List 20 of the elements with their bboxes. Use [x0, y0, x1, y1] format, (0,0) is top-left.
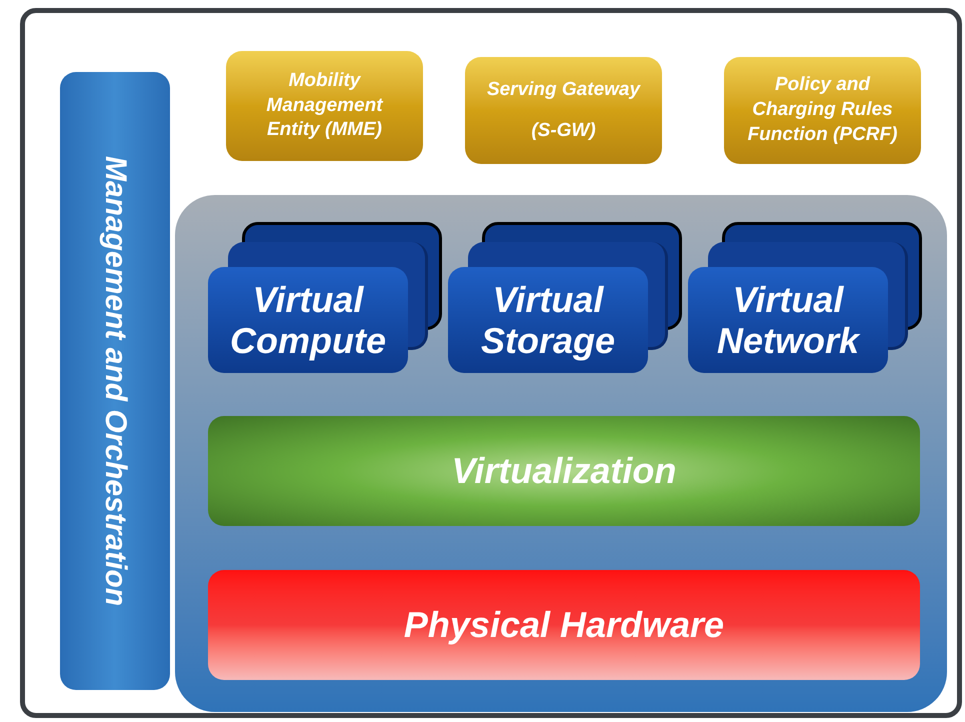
- node-label: Serving Gateway: [486, 78, 640, 102]
- node-label: Virtual Storage: [480, 278, 616, 362]
- node-label: Mobility Management Entity (MME): [265, 68, 384, 142]
- node-label: Virtualization: [452, 449, 676, 493]
- layer-bar: [208, 570, 920, 680]
- node-label: (S-GW): [531, 118, 596, 142]
- node-label: Management and Orchestration: [100, 156, 130, 606]
- function-box: [724, 57, 921, 164]
- card-stack: [688, 222, 924, 374]
- side-bar: [60, 72, 170, 690]
- node-label: Physical Hardware: [404, 603, 724, 647]
- layer-bar: [208, 416, 920, 526]
- card-stack: [448, 222, 684, 374]
- node-label: Virtual Network: [716, 278, 862, 362]
- platform-panel: [175, 195, 947, 712]
- function-box: [226, 51, 423, 161]
- node-label: Virtual Compute: [229, 278, 387, 362]
- node-label: Policy and Charging Rules Function (PCRF): [746, 73, 898, 147]
- card-stack: [208, 222, 444, 374]
- function-box: [465, 57, 662, 164]
